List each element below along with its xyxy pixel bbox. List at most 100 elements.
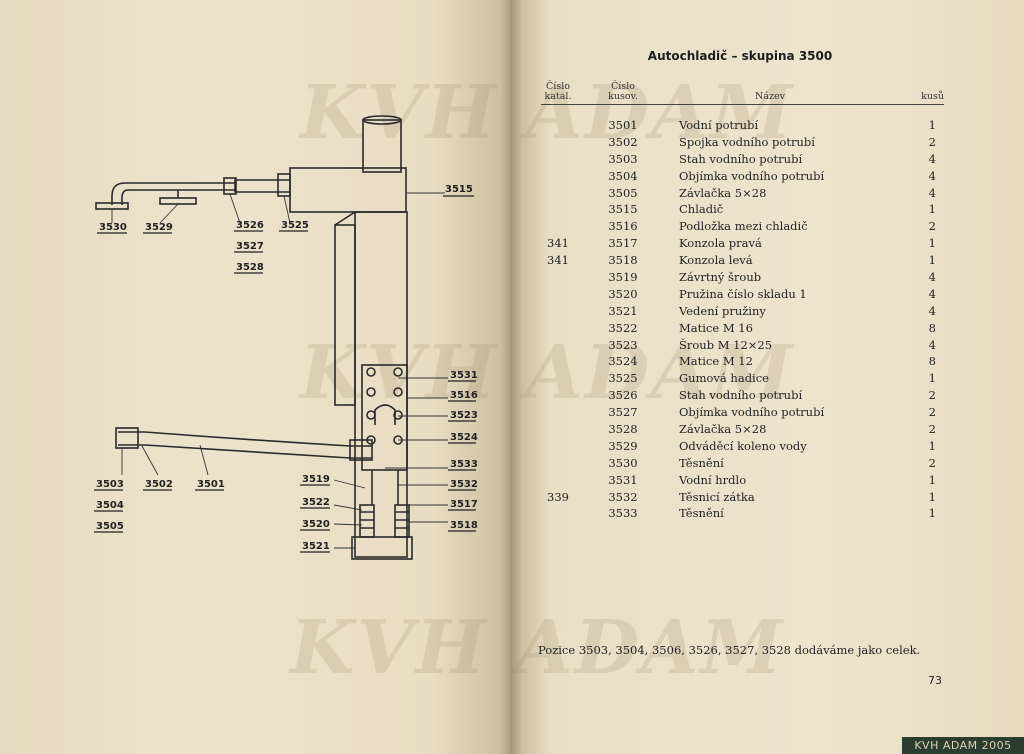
watermark: KVH ADAM — [300, 70, 795, 156]
cell-nazev: Konzola levá — [679, 253, 753, 268]
table-row: 3515 Chladič 1 — [541, 202, 944, 219]
table-row: 3524 Matice M 12 8 — [541, 354, 944, 371]
cell-kusov: 3527 — [608, 405, 638, 420]
label-3529: 3529 — [145, 222, 173, 233]
outlet-elbow — [111, 182, 235, 205]
cell-kusov: 3519 — [608, 270, 638, 285]
cell-nazev: Chladič — [679, 202, 724, 217]
header-kusov: Číslo kusov. — [608, 81, 638, 102]
table-row: 3527 Objímka vodního potrubí 2 — [541, 405, 944, 422]
cell-kusu: 4 — [928, 151, 936, 166]
filler-cap — [362, 115, 402, 125]
right-page — [510, 0, 1024, 754]
cell-kusu: 4 — [928, 303, 936, 318]
cell-kusu: 1 — [928, 202, 936, 217]
table-row: 3525 Gumová hadice 1 — [541, 371, 944, 388]
table-row: 3521 Vedení pružiny 4 — [541, 304, 944, 321]
table-title: Autochladič – skupina 3500 — [647, 49, 833, 63]
cell-kusu: 1 — [928, 472, 936, 487]
cell-kusov: 3517 — [608, 236, 638, 251]
left-page — [0, 0, 510, 754]
label-3504: 3504 — [96, 500, 124, 511]
cell-kusu: 4 — [928, 270, 936, 285]
header-nazev: Název — [755, 91, 785, 102]
cell-kusov: 3502 — [608, 134, 638, 149]
cell-kusov: 3515 — [608, 202, 638, 217]
cell-katal: 339 — [547, 489, 569, 504]
cell-nazev: Vodní hrdlo — [679, 472, 747, 487]
label-3532: 3532 — [450, 479, 478, 490]
cell-kusu: 2 — [928, 405, 936, 420]
label-3522: 3522 — [302, 497, 330, 508]
cell-nazev: Objímka vodního potrubí — [679, 405, 825, 420]
radiator-top-tank — [289, 167, 407, 213]
label-3503: 3503 — [96, 479, 124, 490]
label-3525: 3525 — [281, 220, 309, 231]
cell-kusu: 8 — [928, 354, 936, 369]
inlet-pipe — [118, 431, 372, 447]
label-3502: 3502 — [145, 479, 173, 490]
cell-nazev: Objímka vodního potrubí — [679, 168, 825, 183]
cell-kusu: 1 — [928, 118, 936, 132]
header-katal: Číslo katal. — [544, 81, 572, 102]
cell-kusov: 3505 — [608, 185, 638, 200]
cell-nazev: Gumová hadice — [679, 371, 769, 386]
table-row: 3531 Vodní hrdlo 1 — [541, 473, 944, 490]
cell-nazev: Matice M 12 — [679, 354, 753, 369]
spring-left — [359, 504, 375, 538]
cell-kusu: 1 — [928, 371, 936, 386]
cell-kusu: 1 — [928, 438, 936, 453]
label-3520: 3520 — [302, 519, 330, 530]
label-3533: 3533 — [450, 459, 478, 470]
table-row: 339 3532 Těsnicí zátka 1 — [541, 490, 944, 507]
cell-nazev: Pružina číslo skladu 1 — [679, 286, 807, 301]
cell-nazev: Závlačka 5×28 — [679, 422, 767, 437]
cell-kusov: 3518 — [608, 253, 638, 268]
scanner-stamp: KVH ADAM 2005 — [902, 737, 1024, 754]
cell-kusu: 4 — [928, 337, 936, 352]
label-3518: 3518 — [450, 520, 478, 531]
spring-base — [351, 536, 413, 560]
header-rule — [541, 104, 944, 105]
cell-nazev: Těsnění — [679, 506, 724, 521]
cell-nazev: Vedení pružiny — [679, 303, 766, 318]
cell-kusov: 3532 — [608, 489, 638, 504]
cell-nazev: Těsnicí zátka — [679, 489, 755, 504]
cell-kusu: 2 — [928, 388, 936, 403]
cell-kusov: 3524 — [608, 354, 638, 369]
cell-kusu: 4 — [928, 185, 936, 200]
cell-nazev: Matice M 16 — [679, 320, 753, 335]
cell-kusov: 3531 — [608, 472, 638, 487]
label-3524: 3524 — [450, 432, 478, 443]
cell-kusov: 3529 — [608, 438, 638, 453]
label-3531: 3531 — [450, 370, 478, 381]
watermark: KVH ADAM — [290, 605, 785, 691]
cell-kusov: 3521 — [608, 303, 638, 318]
label-3523: 3523 — [450, 410, 478, 421]
cell-nazev: Šroub M 12×25 — [679, 337, 773, 352]
cell-kusu: 2 — [928, 134, 936, 149]
cell-kusu: 1 — [928, 489, 936, 504]
cell-nazev: Stah vodního potrubí — [679, 388, 803, 403]
filler-neck — [362, 119, 402, 173]
cell-kusu: 8 — [928, 320, 936, 335]
label-3521: 3521 — [302, 541, 330, 552]
label-3530: 3530 — [99, 222, 127, 233]
cell-kusu: 2 — [928, 455, 936, 470]
cell-nazev: Těsnění — [679, 455, 724, 470]
watermark: KVH ADAM — [300, 330, 795, 416]
cell-kusov: 3525 — [608, 371, 638, 386]
